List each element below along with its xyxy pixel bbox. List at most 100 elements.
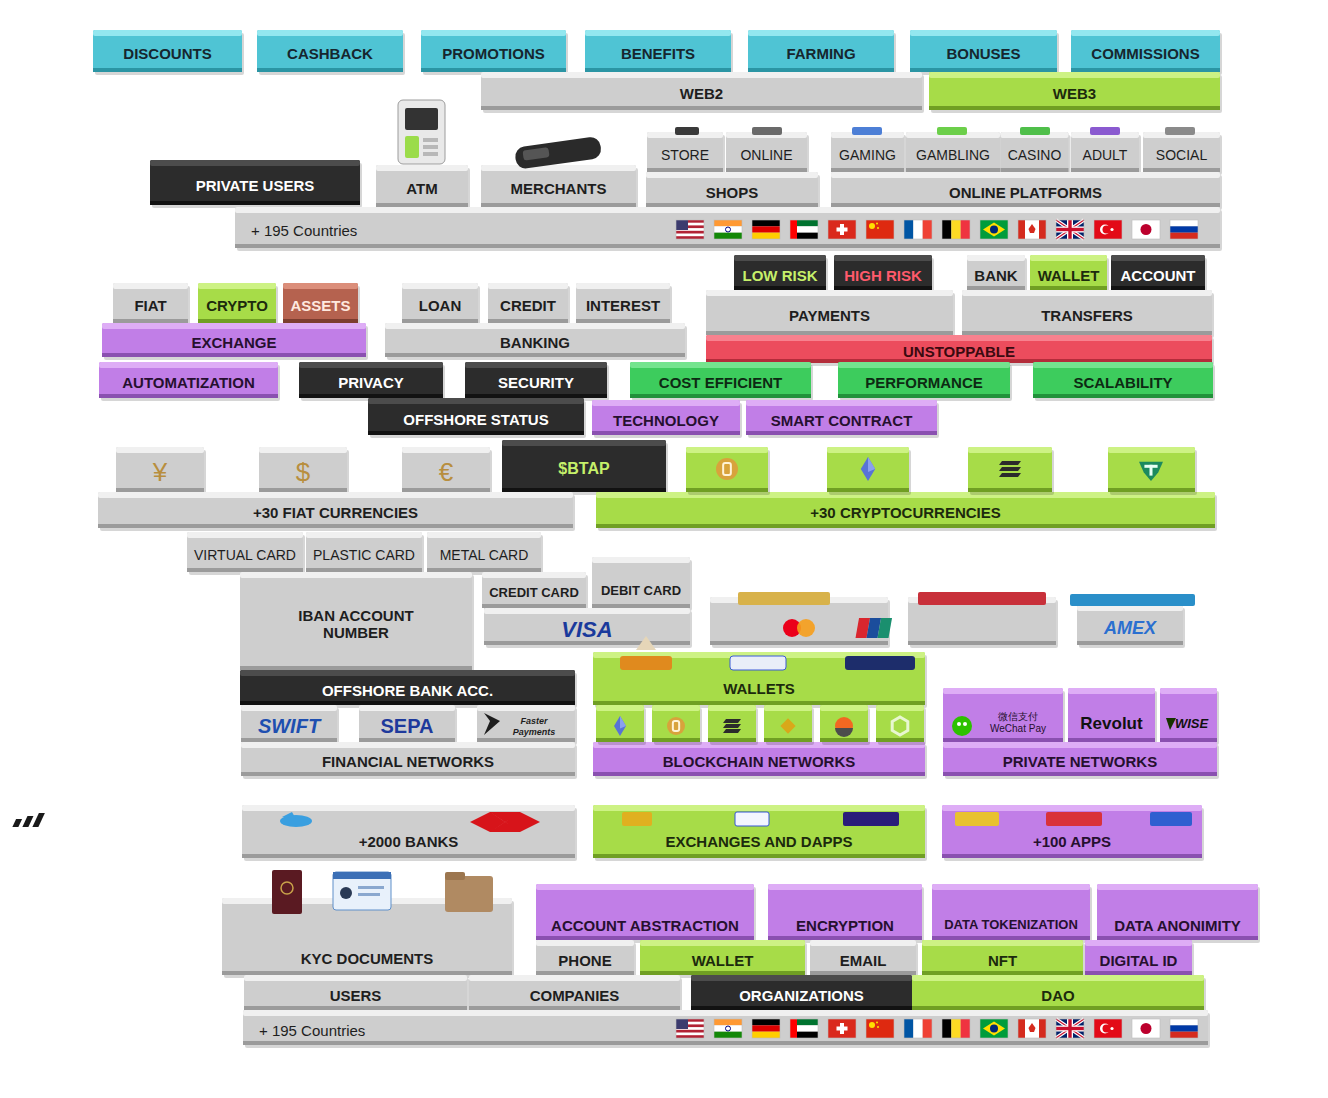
block-label: +2000 BANKS [359, 833, 459, 850]
block-top [748, 30, 894, 36]
flag-border [1018, 1019, 1046, 1038]
block-node: FARMING [748, 30, 894, 72]
block-face [967, 255, 1025, 290]
block-node: PLASTIC CARD [306, 532, 422, 572]
block-face [99, 362, 278, 398]
block-node: VISA [484, 608, 690, 645]
block-bottom [1068, 738, 1155, 742]
node-block-shape [243, 1010, 1210, 1048]
block-label: ACCOUNT [1121, 267, 1196, 284]
block-label: EXCHANGE [191, 334, 276, 351]
flag-icon [1018, 220, 1046, 239]
node-block-shape [421, 30, 568, 75]
block-node: WEB3 [929, 72, 1220, 110]
block-bottom [585, 68, 731, 72]
node-block-shape [241, 742, 577, 779]
block-label: TECHNOLOGY [613, 412, 719, 429]
node-block-shape [244, 975, 469, 1013]
flag-icon [980, 1019, 1008, 1038]
block-top [240, 670, 575, 676]
node-block-shape [942, 805, 1204, 861]
block-top [469, 975, 680, 981]
flag-icon [1056, 1019, 1084, 1038]
block-bottom [1111, 286, 1205, 290]
chain-block [652, 705, 702, 745]
wise-icon [1166, 718, 1176, 730]
flag-band [1094, 1019, 1122, 1038]
block-top [943, 742, 1217, 748]
node-block-shape [299, 362, 445, 401]
atm-slot [423, 145, 438, 149]
block-face [942, 805, 1202, 858]
block-bottom [99, 394, 278, 398]
flag-icon [866, 220, 894, 239]
block-node: UNSTOPPABLE [706, 335, 1212, 363]
block-face [1068, 688, 1155, 742]
flag-border [790, 220, 818, 239]
crypto-block [827, 447, 911, 495]
block-label: DEBIT CARD [601, 584, 681, 599]
block-label: SOCIAL [1156, 147, 1207, 163]
block-bottom [838, 394, 1010, 398]
flag-border [904, 220, 932, 239]
node-block-shape [932, 884, 1092, 943]
block-label: ATM [406, 180, 437, 197]
block-bottom [593, 854, 925, 858]
block-node: EMAIL [810, 940, 916, 975]
block-face [465, 362, 607, 398]
flag-band [961, 220, 970, 239]
block-node: BONUSES [910, 30, 1057, 72]
node-block-shape [242, 805, 577, 861]
flag-band [1132, 220, 1160, 239]
flag-band [1170, 233, 1198, 239]
block-bottom [592, 431, 740, 435]
block-top [427, 532, 541, 538]
flag-band [752, 1025, 780, 1031]
block-node: DATA TOKENIZATION [932, 884, 1090, 940]
block-face [427, 532, 541, 572]
block-bottom [402, 319, 478, 323]
flag-icon [1094, 220, 1122, 239]
block-node: ASSETS [283, 283, 358, 323]
block-node: SCALABILITY [1033, 362, 1213, 398]
node-block-shape [113, 283, 190, 326]
block-label: SEPA [381, 715, 434, 738]
block-label: CREDIT [500, 297, 556, 314]
block-node: + 195 Countries [243, 1010, 1208, 1045]
block-face [402, 447, 490, 492]
node-block-shape [259, 447, 349, 495]
block-bottom [968, 488, 1052, 492]
node-block-shape [536, 884, 756, 943]
shop-icon [675, 127, 699, 135]
block-label: AMEX [1104, 618, 1156, 639]
block-top [592, 400, 740, 406]
flag-mark [1103, 226, 1111, 234]
bitcoin-icon [667, 717, 685, 735]
blue-card [1070, 594, 1195, 606]
block-label: +30 FIAT CURRENCIES [253, 504, 418, 521]
bitcoin-icon [716, 458, 738, 480]
flag-mark [1056, 1027, 1084, 1030]
block-face [943, 688, 1063, 742]
node-block-shape [596, 492, 1217, 531]
bank-logo [22, 816, 33, 827]
block-face [576, 283, 670, 323]
block-bottom [187, 568, 303, 572]
flag-band [714, 1025, 742, 1031]
block-label: +30 CRYPTOCURRENCIES [810, 504, 1000, 521]
block-face [910, 30, 1057, 72]
block-label: DATA ANONIMITY [1114, 917, 1241, 934]
block-top [376, 165, 468, 171]
block-bottom [942, 854, 1202, 858]
block-face [647, 132, 723, 172]
node-block-shape [376, 165, 470, 210]
flag-icon [752, 220, 780, 239]
flag-band [752, 1032, 780, 1038]
flag-band [676, 234, 704, 237]
flag-icon [1094, 1019, 1122, 1038]
flag-border [714, 1019, 742, 1038]
block-node: WALLET [640, 940, 805, 975]
flag-icon [1170, 220, 1198, 239]
block-face [932, 884, 1090, 940]
block-bottom [283, 319, 358, 323]
